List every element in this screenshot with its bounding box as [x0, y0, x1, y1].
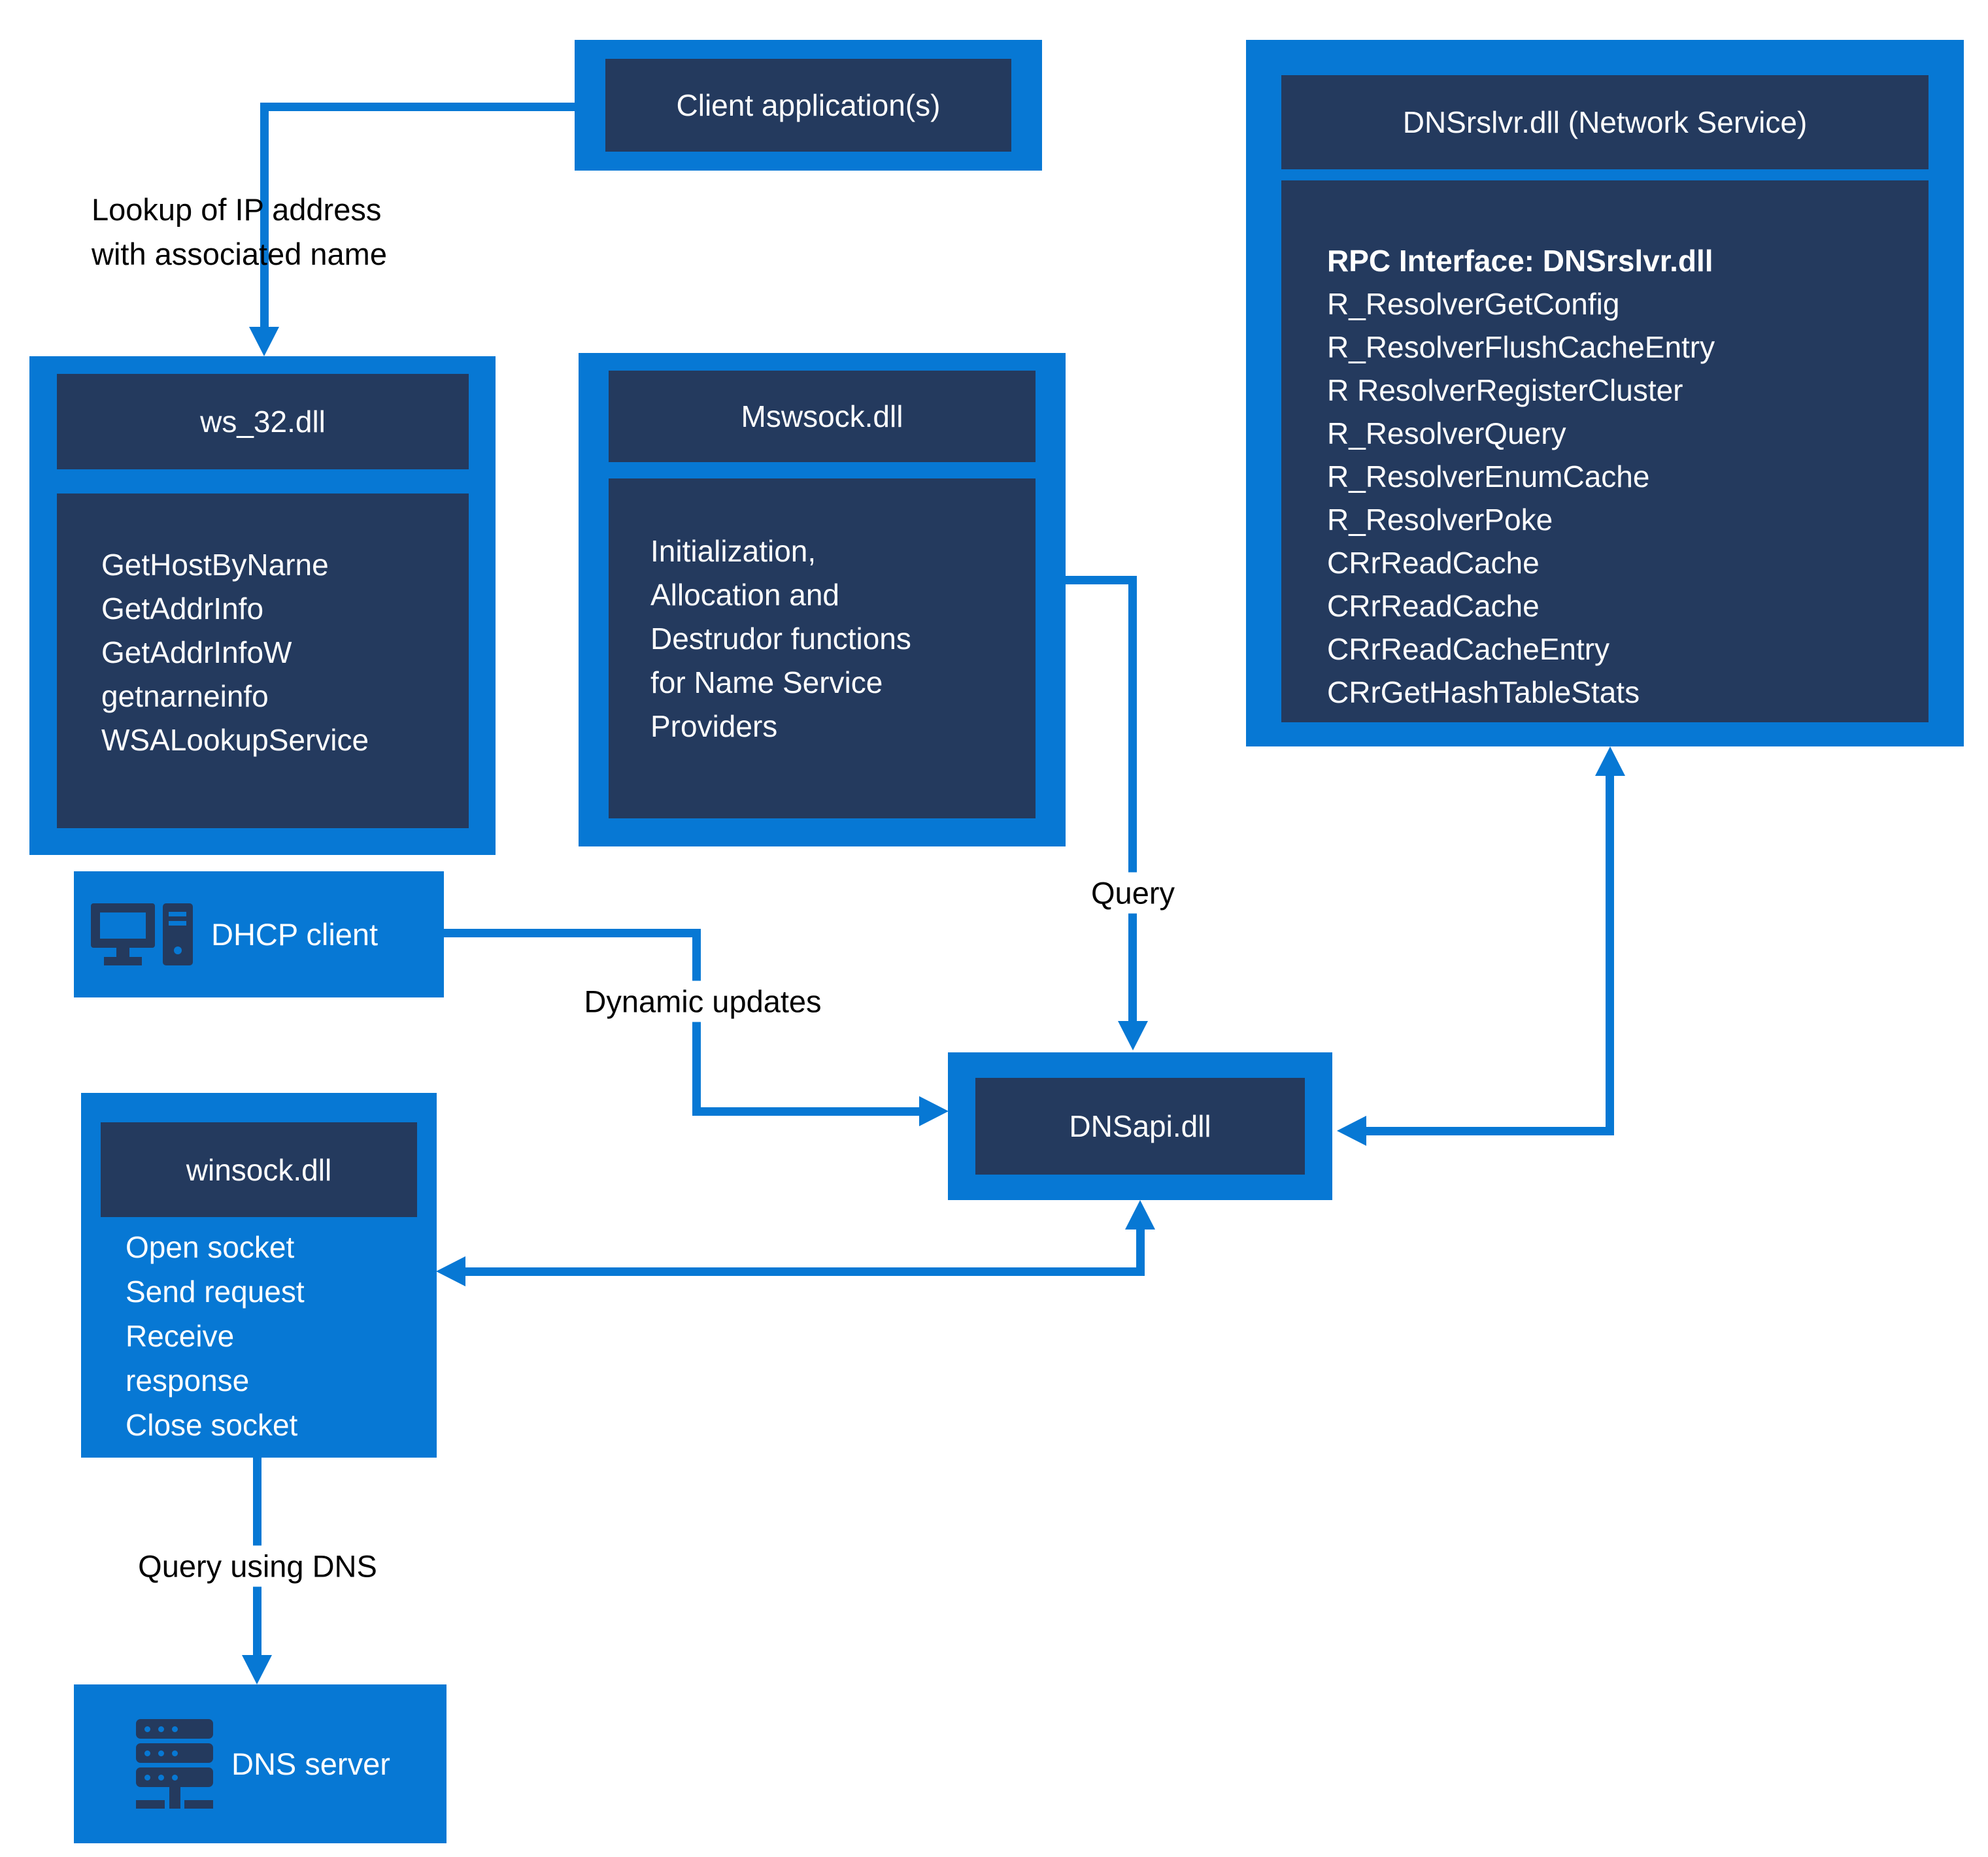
rpc-interface-heading: RPC Interface: DNSrslvr.dll — [1327, 244, 1713, 278]
dns-server-box: DNS server — [74, 1684, 446, 1843]
list-item: CRrGetHashTableStats — [1327, 675, 1640, 709]
dnsapi-box: DNSapi.dll — [948, 1052, 1332, 1200]
list-item: response — [126, 1363, 250, 1397]
mswsock-box: Mswsock.dll Initialization, Allocation a… — [579, 353, 1066, 846]
mswsock-title: Mswsock.dll — [609, 371, 1036, 462]
arrowhead-left-icon — [436, 1256, 465, 1286]
list-item: R_ResolverPoke — [1327, 503, 1553, 537]
list-item: GetHostByNarne — [101, 548, 329, 582]
arrowhead-up-icon — [1595, 746, 1625, 776]
lookup-label-line1: Lookup of IP address — [92, 192, 382, 227]
winsock-box: winsock.dll Open socket Send request Rec… — [81, 1093, 437, 1458]
dynamic-updates-label: Dynamic updates — [573, 980, 832, 1022]
dnsrslvr-box: DNSrslvr.dll (Network Service) RPC Inter… — [1246, 40, 1964, 746]
list-item: Open socket — [126, 1230, 295, 1264]
list-item: R_ResolverEnumCache — [1327, 460, 1650, 494]
client-application-box: Client application(s) — [575, 40, 1042, 171]
mswsock-description: Initialization, Allocation and Destrudor… — [609, 478, 1036, 818]
list-item: Allocation and — [650, 578, 839, 612]
dnsapi-to-winsock-line-h — [465, 1267, 1145, 1276]
dhcp-client-box: DHCP client — [74, 871, 444, 997]
list-item: Close socket — [126, 1408, 298, 1442]
list-item: R ResolverRegisterCluster — [1327, 373, 1683, 407]
list-item: Destrudor functions — [650, 622, 911, 656]
dhcp-to-dnsapi-line-h2 — [692, 1107, 919, 1116]
list-item: R_ResolverGetConfig — [1327, 287, 1620, 321]
dhcp-to-dnsapi-line-v — [692, 929, 701, 1116]
desktop-computer-icon — [91, 903, 193, 965]
arrowhead-down-icon — [249, 327, 279, 356]
dnsrslvr-title: DNSrslvr.dll (Network Service) — [1281, 75, 1929, 169]
server-rack-icon — [136, 1719, 213, 1809]
winsock-title: winsock.dll — [101, 1122, 417, 1217]
ws32-function-list: GetHostByNarne GetAddrInfo GetAddrInfoW … — [57, 494, 469, 828]
ws32-title: ws_32.dll — [57, 374, 469, 469]
dns-server-label: DNS server — [231, 1747, 390, 1781]
list-item: R_ResolverQuery — [1327, 416, 1566, 450]
client-to-ws32-line-h — [264, 103, 575, 111]
list-item: Receive — [126, 1319, 235, 1353]
arrowhead-right-icon — [919, 1096, 949, 1126]
arrowhead-left-icon — [1337, 1116, 1366, 1146]
list-item: getnarneinfo — [101, 679, 269, 713]
lookup-label: Lookup of IP address with associated nam… — [92, 188, 387, 276]
list-item: CRrReadCache — [1327, 546, 1540, 580]
query-label: Query — [1081, 872, 1185, 914]
ws32-box: ws_32.dll GetHostByNarne GetAddrInfo Get… — [29, 356, 496, 855]
list-item: CRrReadCacheEntry — [1327, 632, 1610, 666]
mswsock-to-dnsapi-line-v — [1128, 576, 1137, 1021]
dnsrslvr-rpc-list: RPC Interface: DNSrslvr.dll R_ResolverGe… — [1281, 180, 1929, 722]
dnsapi-title: DNSapi.dll — [975, 1078, 1305, 1175]
dhcp-client-label: DHCP client — [211, 917, 379, 952]
arrowhead-down-icon — [1118, 1021, 1148, 1050]
arrowhead-down-icon — [242, 1655, 272, 1684]
list-item: Providers — [650, 709, 778, 743]
arrowhead-up-icon — [1125, 1200, 1155, 1230]
client-application-title: Client application(s) — [605, 59, 1011, 152]
dnsapi-to-winsock-line-v — [1136, 1229, 1145, 1276]
list-item: WSALookupService — [101, 723, 369, 757]
dnsrslvr-to-dnsapi-line-h — [1366, 1127, 1614, 1135]
list-item: Send request — [126, 1275, 305, 1309]
list-item: CRrReadCache — [1327, 589, 1540, 623]
winsock-action-list: Open socket Send request Receive respons… — [81, 1217, 437, 1447]
list-item: GetAddrInfo — [101, 592, 264, 626]
mswsock-to-dnsapi-line-h — [1066, 576, 1137, 584]
dnsrslvr-to-dnsapi-line-v — [1606, 775, 1614, 1135]
list-item: for Name Service — [650, 665, 883, 699]
list-item: Initialization, — [650, 534, 817, 568]
client-to-ws32-line-v — [260, 103, 269, 327]
lookup-label-line2: with associated name — [92, 237, 387, 271]
list-item: GetAddrInfoW — [101, 635, 292, 669]
list-item: R_ResolverFlushCacheEntry — [1327, 330, 1715, 364]
query-using-dns-label: Query using DNS — [127, 1545, 388, 1587]
dhcp-to-dnsapi-line-h1 — [444, 929, 701, 937]
